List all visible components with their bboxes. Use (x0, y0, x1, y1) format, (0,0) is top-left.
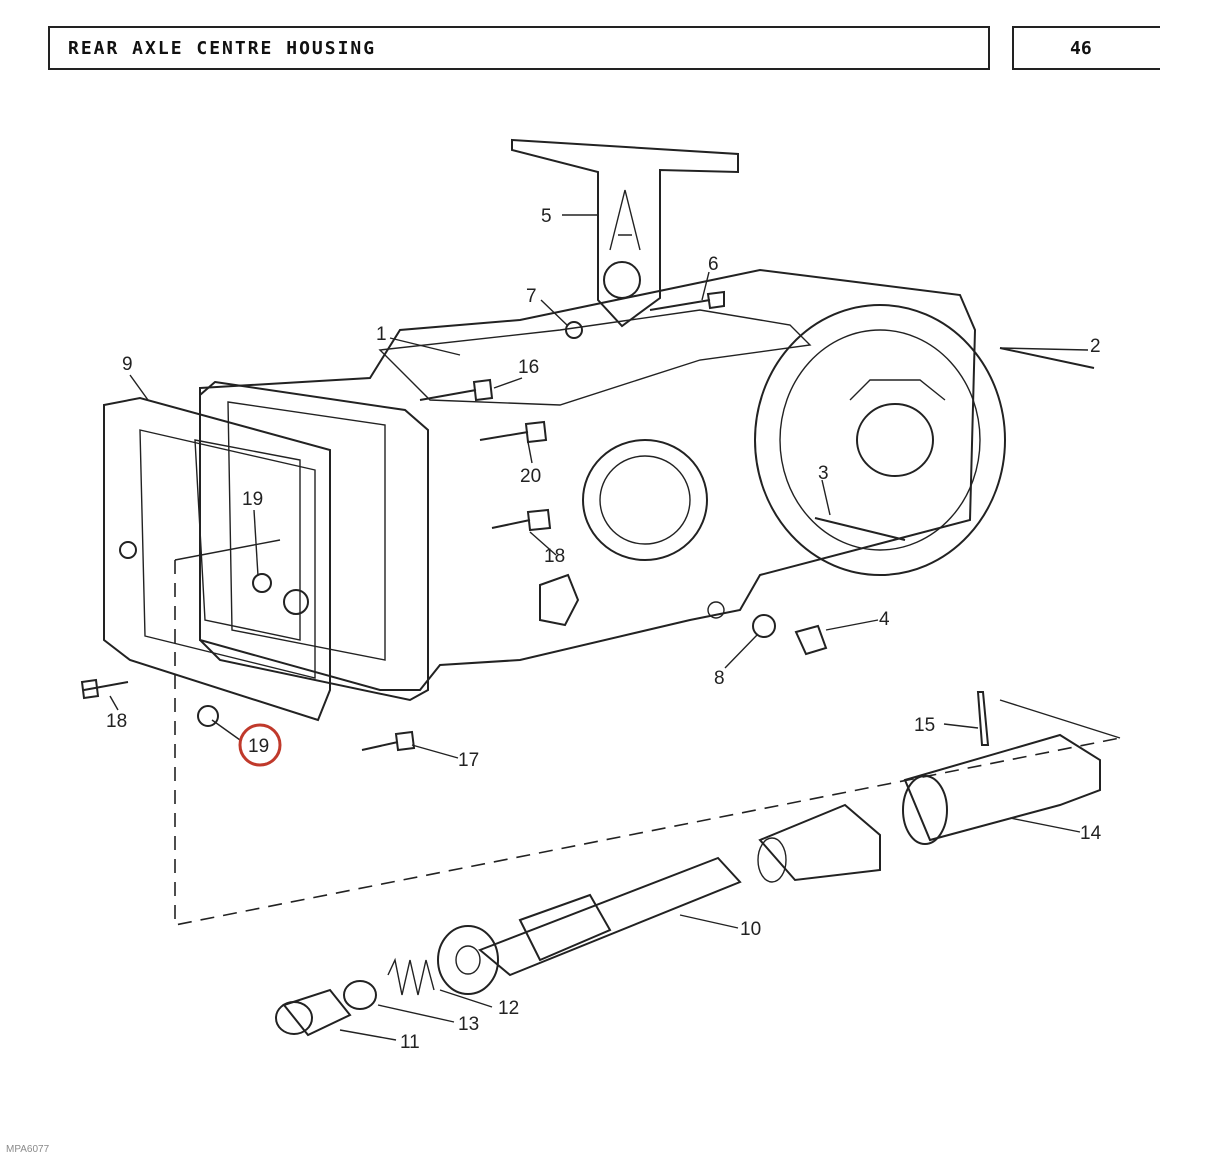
callout-16: 16 (518, 357, 539, 378)
callout-20: 20 (520, 466, 541, 487)
title-box: REAR AXLE CENTRE HOUSING (48, 26, 990, 70)
callout-15: 15 (914, 715, 935, 736)
callout-1: 1 (376, 324, 387, 345)
callout-19-highlighted: 19 (248, 736, 269, 757)
callout-labels: 1 2 3 4 5 6 7 8 9 10 11 12 13 14 15 16 1… (106, 206, 1102, 1053)
callout-14: 14 (1080, 823, 1102, 844)
callout-18-lower-left: 18 (106, 711, 127, 732)
page-title: REAR AXLE CENTRE HOUSING (68, 38, 377, 59)
shaft-assembly (275, 691, 1101, 1037)
callout-17: 17 (458, 750, 479, 771)
callout-11: 11 (400, 1032, 420, 1053)
callout-10: 10 (740, 919, 761, 940)
callout-7: 7 (526, 286, 537, 307)
alignment-dashed-line (174, 560, 1121, 926)
callout-3: 3 (818, 463, 829, 484)
leader-lines (109, 214, 1089, 1041)
callout-19-upper: 19 (242, 489, 263, 510)
page-number-box: 46 (1012, 26, 1160, 70)
housing-part (199, 268, 1006, 702)
callout-6: 6 (708, 254, 719, 275)
callout-18-side: 18 (544, 546, 565, 567)
callout-4: 4 (879, 609, 890, 630)
callout-9: 9 (122, 354, 133, 375)
callout-5: 5 (541, 206, 552, 227)
gasket-part (103, 396, 331, 722)
callout-12: 12 (498, 998, 519, 1019)
callout-13: 13 (458, 1014, 479, 1035)
callout-8: 8 (714, 668, 725, 689)
bolts-group (80, 290, 1095, 752)
cover-plate-part (119, 439, 309, 641)
highlight-circle (238, 723, 282, 767)
page-number: 46 (1070, 38, 1092, 59)
callout-2: 2 (1090, 336, 1101, 357)
drawing-code: MPA6077 (6, 1144, 50, 1155)
